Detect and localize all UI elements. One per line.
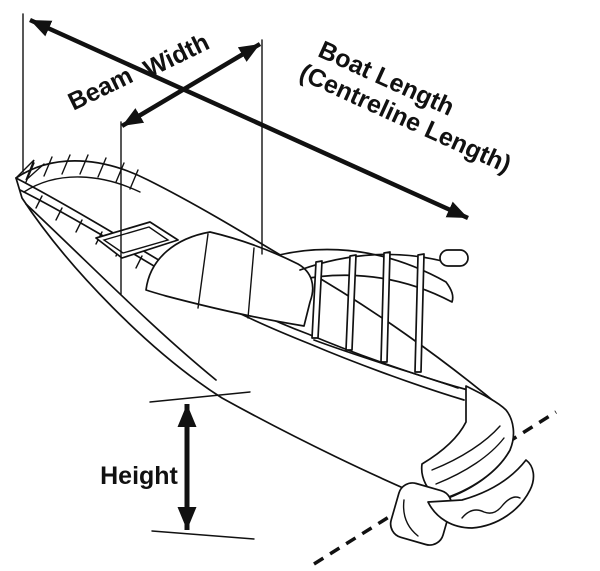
height-label: Height — [100, 462, 178, 490]
height-witness-line-top — [149, 391, 251, 403]
cockpit-inner-line — [313, 339, 459, 389]
beam-width-arrow — [120, 42, 262, 128]
transom — [420, 385, 515, 501]
foredeck-hatch — [95, 221, 179, 259]
height-witness-line-bottom — [151, 530, 255, 540]
railing — [299, 249, 469, 373]
rub-rail — [19, 189, 465, 401]
rail-post — [414, 253, 425, 373]
rail-end-cap — [439, 249, 469, 267]
rail-post — [345, 254, 357, 351]
hull — [15, 160, 513, 503]
windshield — [145, 231, 314, 327]
rail-post — [311, 260, 323, 339]
width-label: Width — [139, 28, 213, 84]
boat-illustration — [15, 154, 535, 546]
chine-line — [25, 203, 217, 381]
stern-bracket — [427, 459, 535, 529]
beam-label: Beam — [64, 61, 137, 116]
rail-post — [380, 251, 391, 363]
